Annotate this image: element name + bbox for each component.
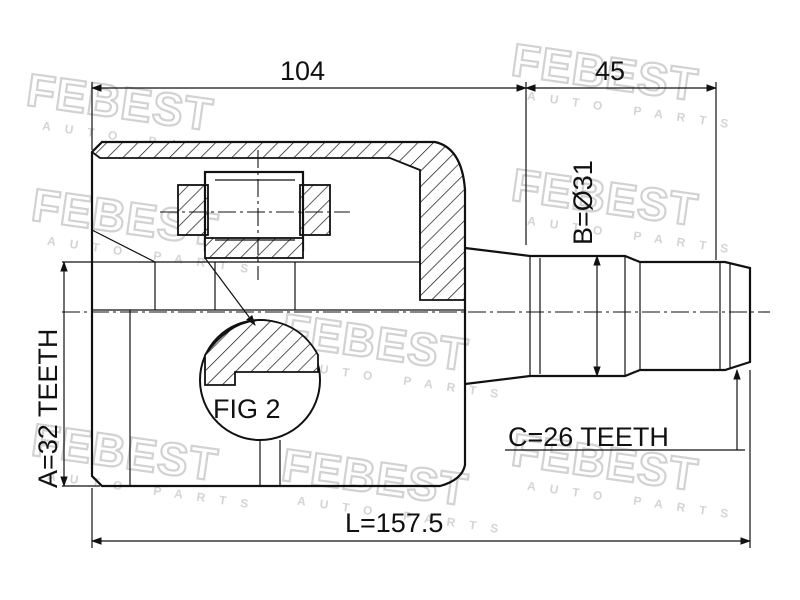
fig2-label: FIG 2 [213, 394, 281, 424]
dim-c-label: C=26 TEETH [508, 422, 669, 452]
fig2-detail: FIG 2 [199, 257, 321, 441]
dim-inner-teeth: A=32 TEETH [33, 260, 100, 488]
dim-shaft-length: 45 [524, 56, 718, 260]
watermark-group: FEBEST AUTO PARTS FEBEST AUTO PARTS FEBE… [23, 32, 744, 537]
dim-b-label: B=Ø31 [568, 160, 598, 245]
dim-l-label: L=157.5 [345, 508, 443, 538]
dim-shaft-diameter: B=Ø31 [568, 160, 601, 378]
dim-a-label: A=32 TEETH [33, 329, 63, 488]
joint-housing [90, 140, 467, 488]
center-lines [62, 150, 770, 313]
dim-total-length: L=157.5 [90, 370, 752, 548]
output-shaft [464, 246, 752, 386]
dim-45-label: 45 [595, 56, 625, 86]
dim-inner-length: 104 [90, 56, 528, 245]
dim-outer-teeth: C=26 TEETH [505, 368, 745, 452]
tripod-roller [177, 170, 331, 259]
dim-104-label: 104 [280, 56, 325, 86]
